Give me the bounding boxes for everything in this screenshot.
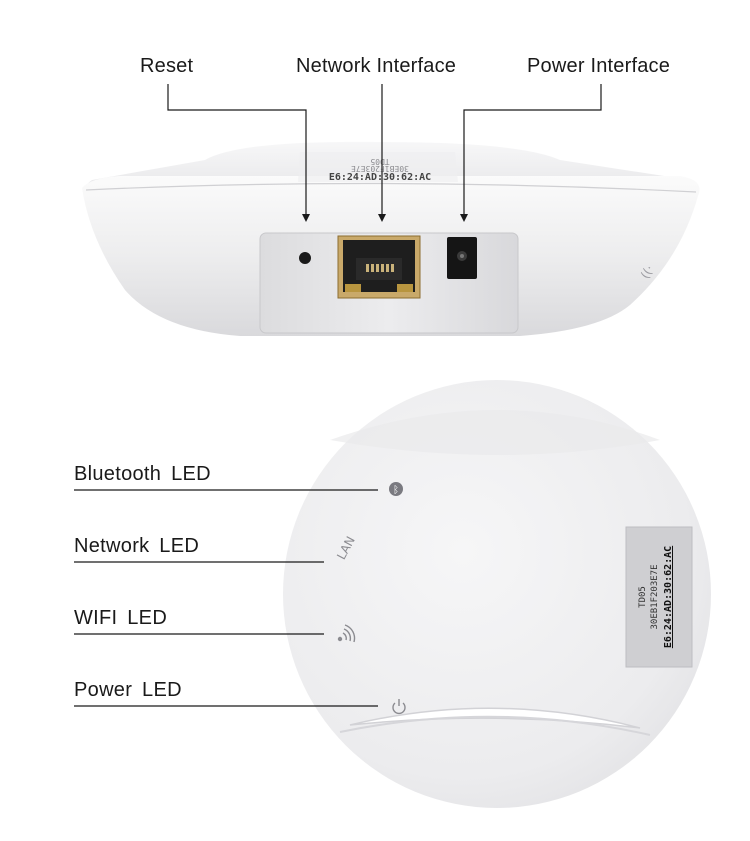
- wifi-icon: [337, 624, 356, 643]
- device-side-view: TD05 30EB1F203E7E E6:24:AD:30:62:AC: [82, 141, 700, 336]
- bottom-sticker-model: TD05: [638, 586, 648, 608]
- svg-text:((·: ((·: [638, 263, 657, 281]
- wifi-led: [337, 624, 356, 643]
- top-sticker-serial: 30EB1F203E7E: [351, 164, 409, 173]
- top-sticker-mac: E6:24:AD:30:62:AC: [329, 172, 431, 183]
- bluetooth-led-label: Bluetooth LED: [74, 463, 211, 485]
- device-bottom-view: TD05 30EB1F203E7E E6:24:AD:30:62:AC ᛒ LA…: [283, 380, 711, 808]
- power-led-label: Power LED: [74, 679, 182, 701]
- power-arrowhead: [460, 214, 468, 222]
- power-icon: [392, 699, 406, 715]
- led-callout-lines: [74, 489, 378, 707]
- bottom-sticker: TD05 30EB1F203E7E E6:24:AD:30:62:AC: [625, 526, 693, 668]
- network-arrowhead: [378, 214, 386, 222]
- bluetooth-icon: ᛒ: [393, 485, 399, 496]
- side-icons-right: ((·: [638, 263, 657, 281]
- top-callout-lines: [167, 84, 602, 216]
- top-callout-arrows: [302, 214, 468, 222]
- power-led: [392, 699, 406, 715]
- wifi-led-label: WIFI LED: [74, 607, 168, 629]
- power-leader-line: [463, 84, 602, 216]
- top-sticker-model: TD05: [370, 157, 389, 166]
- reset-arrowhead: [302, 214, 310, 222]
- network-led-label: Network LED: [74, 535, 200, 557]
- bottom-sticker-serial: 30EB1F203E7E: [650, 564, 660, 629]
- ethernet-port: [337, 235, 421, 299]
- network-interface-label: Network Interface: [296, 55, 457, 77]
- reset-leader-line: [167, 84, 307, 216]
- bluetooth-led: ᛒ: [389, 482, 403, 496]
- power-interface-label: Power Interface: [527, 55, 671, 77]
- reset-label: Reset: [140, 55, 194, 77]
- bottom-sticker-mac: E6:24:AD:30:62:AC: [663, 546, 674, 648]
- dc-power-jack: [447, 237, 477, 279]
- reset-pinhole: [299, 252, 311, 264]
- device-top-sticker: TD05 30EB1F203E7E E6:24:AD:30:62:AC: [298, 152, 458, 183]
